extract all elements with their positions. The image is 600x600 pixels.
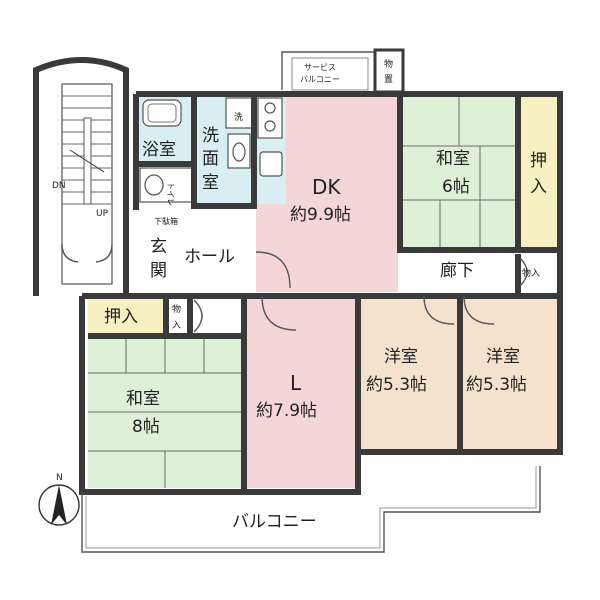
- genkan-label-1: 玄: [150, 237, 167, 257]
- top-storage-label-1: 物: [384, 58, 393, 70]
- youshitsu1-size: 約5.3帖: [366, 375, 427, 395]
- service-balcony-label-2: バルコニー: [300, 75, 340, 84]
- getabako-label: 下駄箱: [154, 216, 178, 226]
- service-balcony: サービス バルコニー: [281, 51, 376, 91]
- top-storage-label-2: 置: [384, 74, 393, 85]
- washitsu6-size: 6帖: [442, 177, 470, 197]
- bath-label: 浴室: [142, 140, 176, 160]
- storage-left-label-1: 物: [172, 303, 181, 315]
- oshiire-vertical-fill: [520, 96, 558, 250]
- living-label: L: [290, 371, 302, 395]
- compass-icon: N: [38, 473, 80, 526]
- toilet-label: トイレ: [166, 182, 175, 206]
- tatami-lines-8: [88, 336, 242, 488]
- stairs-down-label: DN: [52, 181, 66, 191]
- genkan-label-2: 関: [150, 261, 167, 281]
- living-size: 約7.9帖: [256, 401, 317, 421]
- stairs-up-label: UP: [96, 209, 109, 219]
- dk-fill: [286, 96, 398, 292]
- wash-label-3: 室: [202, 173, 219, 193]
- door-swings: [193, 251, 528, 333]
- storage-right-fill: [518, 254, 558, 288]
- youshitsu1-label: 洋室: [384, 347, 418, 367]
- living-fill: [246, 296, 356, 488]
- oshiire-v-label-1: 押: [530, 151, 547, 171]
- storage-right-label: 物入: [522, 267, 540, 279]
- tatami-lines-6: [400, 96, 518, 250]
- dk-label: DK: [312, 175, 341, 199]
- youshitsu1-fill: [360, 296, 458, 450]
- youshitsu2-size: 約5.3帖: [466, 375, 527, 395]
- wash-fixtures: [225, 97, 253, 169]
- oshiire-horizontal-fill: [88, 298, 166, 334]
- balcony-label: バルコニー: [232, 512, 317, 532]
- walls: [79, 91, 563, 495]
- youshitsu2-label: 洋室: [486, 347, 520, 367]
- oshiire-h-label: 押入: [104, 307, 138, 327]
- storage-left-fill: [168, 298, 190, 334]
- top-storage: 物 置: [373, 48, 405, 94]
- washitsu6-label: 和室: [436, 149, 470, 169]
- bath-fixtures: [139, 99, 193, 203]
- stairwell: DN UP: [33, 57, 129, 296]
- storage-left-label-2: 入: [172, 320, 181, 331]
- balcony: バルコニー: [81, 466, 541, 553]
- oshiire-v-label-2: 入: [530, 177, 547, 197]
- service-balcony-label-1: サービス: [304, 63, 336, 72]
- rouka-label: 廊下: [440, 261, 474, 281]
- youshitsu2-fill: [462, 296, 558, 450]
- washitsu8-size: 8帖: [132, 417, 160, 437]
- wash-label-2: 面: [202, 149, 219, 169]
- dk-size: 約9.9帖: [290, 205, 351, 225]
- wash-small-label: 洗: [234, 111, 243, 123]
- compass-label: N: [56, 473, 63, 483]
- wash-label-1: 洗: [202, 126, 219, 146]
- dk-fill-lower: [256, 204, 286, 292]
- hall-label: ホール: [184, 247, 235, 267]
- kitchen-fixtures: [257, 97, 283, 177]
- washitsu8-label: 和室: [126, 389, 160, 409]
